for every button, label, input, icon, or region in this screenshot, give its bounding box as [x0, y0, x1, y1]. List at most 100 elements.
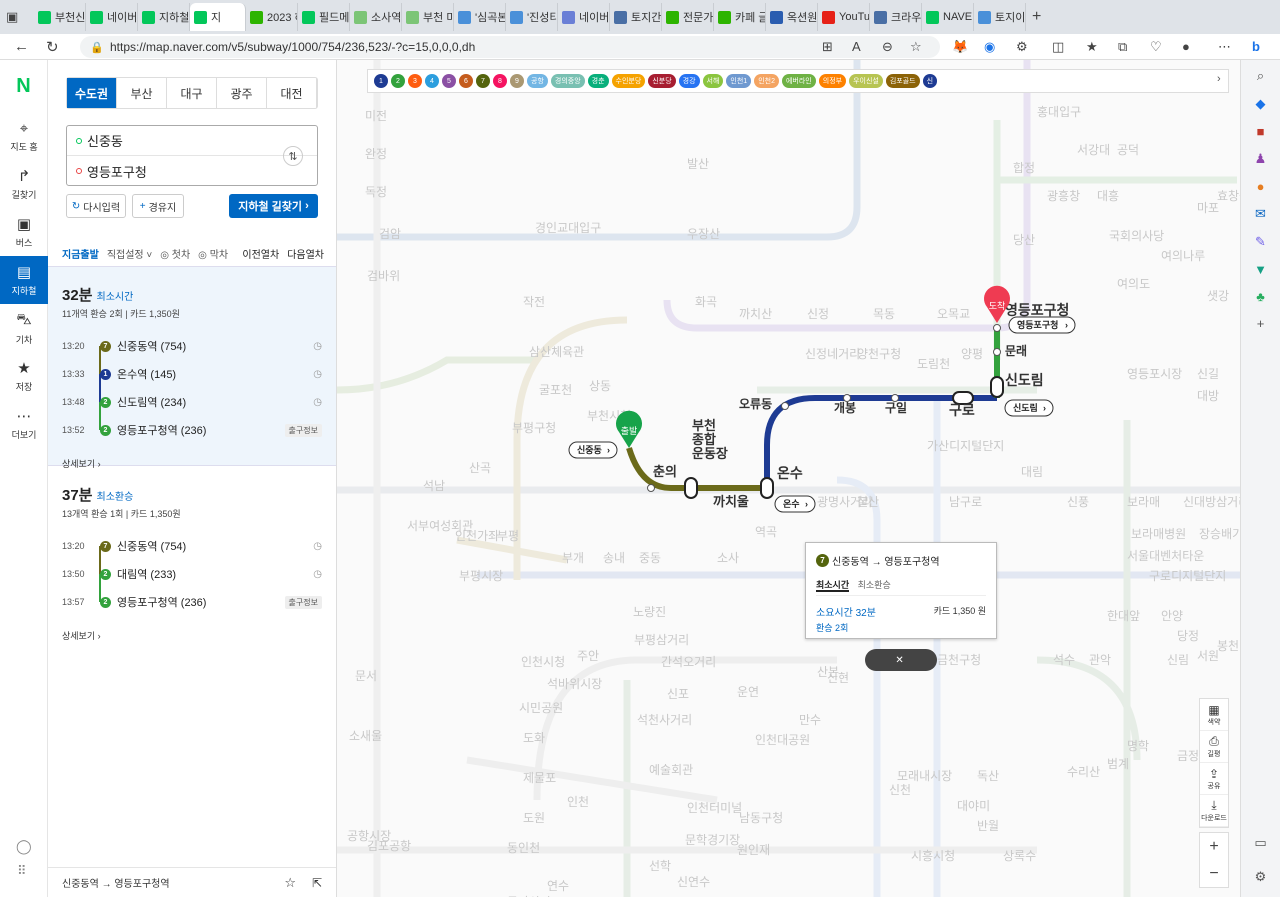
- map-station-label[interactable]: 금정: [1177, 749, 1199, 763]
- map-station-label[interactable]: 수리산: [1067, 765, 1100, 779]
- map-station-label[interactable]: 독산: [977, 769, 999, 783]
- office-icon[interactable]: ●: [1256, 179, 1265, 194]
- map-station-label[interactable]: 노량진: [633, 605, 666, 619]
- bookmark-star-icon[interactable]: ☆: [284, 874, 296, 890]
- browser-tab[interactable]: YouTub: [818, 3, 870, 31]
- route-station-label[interactable]: 구일: [885, 401, 907, 415]
- legend-line-badge[interactable]: 7: [476, 74, 490, 88]
- map-station-label[interactable]: 운연: [737, 685, 759, 699]
- clock-icon[interactable]: ◷: [313, 568, 322, 580]
- refresh-icon[interactable]: ↻: [46, 39, 59, 56]
- browser-tab[interactable]: 필드메: [298, 3, 350, 31]
- map-station-label[interactable]: 송내: [603, 551, 625, 565]
- map-station-label[interactable]: 까치산: [739, 307, 772, 321]
- map-station-label[interactable]: 영등포시장: [1127, 367, 1182, 381]
- map-station-label[interactable]: 발산: [687, 157, 709, 171]
- map-station-label[interactable]: 간석오거리: [661, 655, 716, 669]
- rail-item-map-pin[interactable]: ⌖지도 홈: [0, 112, 48, 160]
- favorite-icon[interactable]: ☆: [910, 39, 922, 54]
- route-station-label[interactable]: 오류동: [739, 397, 772, 411]
- browser-tab[interactable]: 소사역: [350, 3, 402, 31]
- map-station-label[interactable]: 신현: [827, 671, 849, 685]
- tab-actions-icon[interactable]: ▣: [6, 9, 19, 24]
- clock-icon[interactable]: ◷: [313, 540, 322, 552]
- end-marker[interactable]: 도착: [984, 285, 1010, 323]
- map-station-label[interactable]: 여의도: [1117, 277, 1150, 291]
- swap-icon[interactable]: ⇅: [283, 146, 303, 166]
- map-station-label[interactable]: 공항시장: [347, 829, 391, 843]
- map-station-label[interactable]: 주안: [577, 649, 599, 663]
- search-icon[interactable]: ⌕: [1256, 68, 1265, 83]
- popup-tab-fewest[interactable]: 최소환승: [857, 580, 891, 590]
- rail-item-train[interactable]: ⛍기차: [0, 304, 48, 352]
- legend-line-badge[interactable]: 인천1: [726, 74, 752, 88]
- map-tool-download[interactable]: ⤓다운로드: [1200, 795, 1228, 827]
- route-station-label[interactable]: 구로: [949, 402, 975, 418]
- map-station-label[interactable]: 철산: [857, 495, 879, 509]
- map-station-label[interactable]: 검암: [379, 227, 401, 241]
- map-station-label[interactable]: 문학경기장: [685, 833, 740, 847]
- exit-info-button[interactable]: 출구정보: [284, 423, 322, 437]
- map-station-label[interactable]: 국회의사당: [1109, 229, 1164, 243]
- route-station-label[interactable]: 신도림: [1005, 372, 1044, 388]
- map-station-label[interactable]: 마포: [1197, 201, 1219, 215]
- extensions-icon[interactable]: ⚙: [1016, 39, 1028, 54]
- map-station-label[interactable]: 역곡: [755, 525, 777, 539]
- legend-line-badge[interactable]: 신분당: [648, 74, 676, 88]
- map-station-label[interactable]: 문서: [355, 669, 377, 683]
- route-station-dot[interactable]: [781, 402, 789, 410]
- map-station-label[interactable]: 제물포: [523, 771, 556, 785]
- map-station-label[interactable]: 석남: [423, 479, 445, 493]
- map-station-label[interactable]: 대림: [1021, 465, 1043, 479]
- destination-field[interactable]: 영등포구청: [67, 156, 317, 186]
- map-station-label[interactable]: 당산: [1013, 233, 1035, 247]
- map-station-label[interactable]: 인천: [567, 794, 589, 809]
- copilot-icon[interactable]: b: [1252, 39, 1260, 54]
- legend-line-badge[interactable]: 에버라인: [781, 74, 816, 88]
- map-station-label[interactable]: 선학: [649, 859, 671, 873]
- map-station-label[interactable]: 작전: [523, 295, 545, 309]
- find-route-button[interactable]: 지하철 길찾기 ›: [229, 194, 318, 218]
- map-station-label[interactable]: 신길: [1197, 367, 1219, 381]
- region-tab[interactable]: 수도권: [67, 78, 117, 108]
- legend-line-badge[interactable]: 5: [442, 74, 456, 88]
- start-marker[interactable]: 출발: [616, 410, 642, 448]
- map-station-label[interactable]: 인천가좌: [455, 528, 499, 543]
- new-tab-button[interactable]: +: [1032, 8, 1042, 25]
- popup-tab-fastest[interactable]: 최소시간: [816, 580, 850, 592]
- legend-line-badge[interactable]: 서해: [702, 74, 724, 88]
- outlook-icon[interactable]: ✉: [1255, 206, 1266, 221]
- map-station-label[interactable]: 우장산: [687, 227, 720, 241]
- map-station-label[interactable]: 화곡: [695, 295, 717, 309]
- origin-field[interactable]: 신중동: [67, 126, 317, 156]
- map-station-label[interactable]: 도화: [523, 731, 545, 745]
- map-station-label[interactable]: 연수: [547, 879, 569, 893]
- map-station-label[interactable]: 부평: [497, 529, 519, 543]
- games-icon[interactable]: ♟: [1254, 151, 1267, 166]
- add-sidebar-icon[interactable]: +: [1256, 316, 1265, 331]
- map-station-label[interactable]: 광명사거리: [817, 495, 872, 509]
- map-station-label[interactable]: 광흥창: [1047, 189, 1080, 203]
- route-station-label[interactable]: 문래: [1005, 343, 1027, 358]
- route-station-dot[interactable]: [843, 394, 851, 402]
- zoom-out-button[interactable]: −: [1209, 864, 1219, 882]
- map-station-label[interactable]: 봉천: [1217, 638, 1239, 653]
- legend-line-badge[interactable]: 3: [408, 74, 422, 88]
- route-station-dot[interactable]: [891, 394, 899, 402]
- map-station-label[interactable]: 가산디지털단지: [927, 439, 1004, 453]
- rail-item-directions[interactable]: ↱길찾기: [0, 160, 48, 208]
- route-station-dot[interactable]: [993, 348, 1001, 356]
- map-station-label[interactable]: 부평구청: [512, 421, 556, 435]
- legend-line-badge[interactable]: 9: [510, 74, 524, 88]
- map-station-label[interactable]: 합정: [1013, 161, 1035, 175]
- read-aloud-icon[interactable]: A: [852, 39, 861, 54]
- route-station-label[interactable]: 춘의: [653, 464, 677, 479]
- map-station-label[interactable]: 경인교대입구: [535, 221, 601, 235]
- map-station-label[interactable]: 보라매병원: [1131, 527, 1186, 541]
- transfer-station-node[interactable]: [760, 477, 774, 499]
